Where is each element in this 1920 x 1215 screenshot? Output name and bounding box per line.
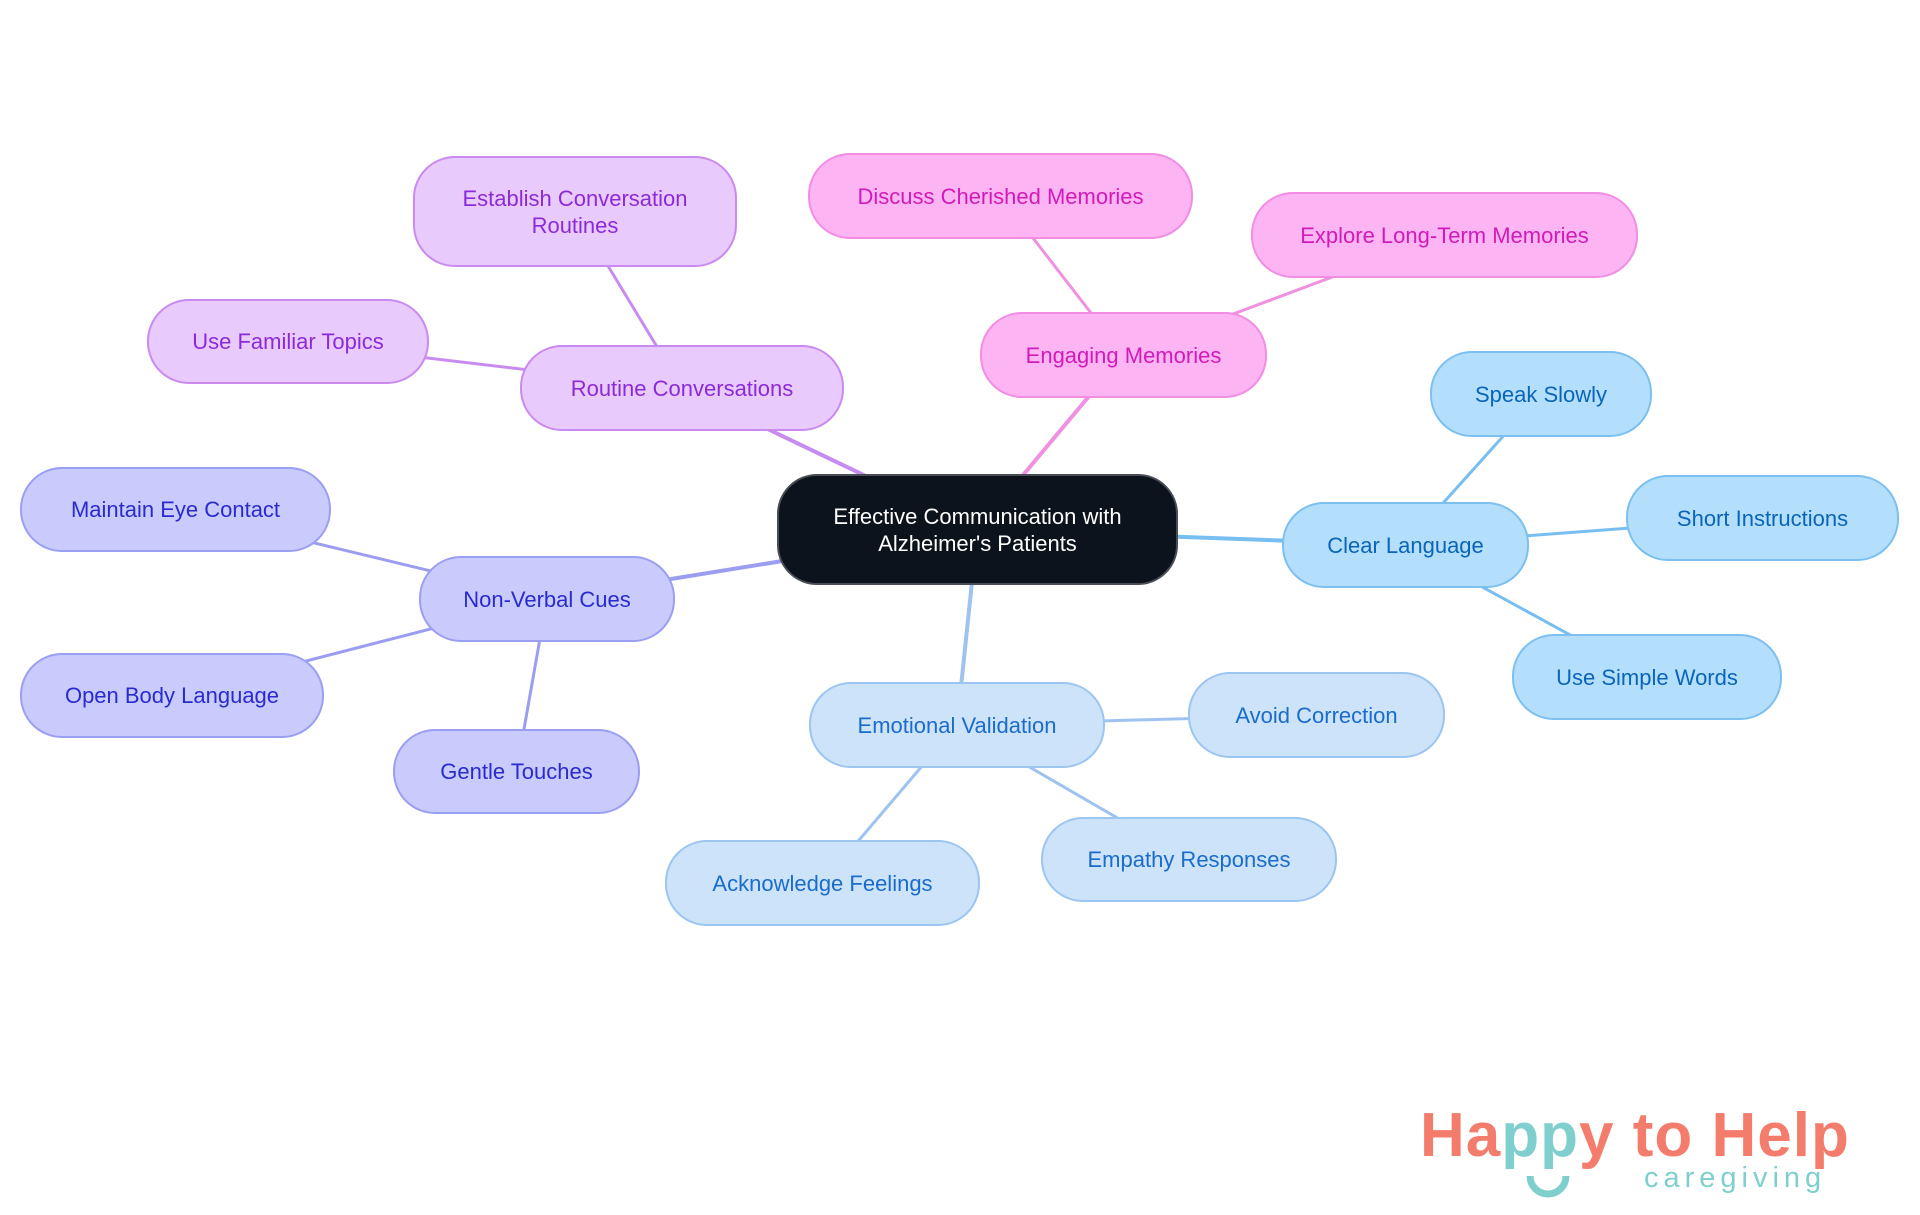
node-label: Open Body Language <box>64 683 280 708</box>
node-label: Empathy Responses <box>1087 847 1291 872</box>
node-label: Acknowledge Feelings <box>712 870 933 896</box>
node-label: Discuss Cherished Memories <box>857 183 1144 209</box>
node-longterm[interactable]: Explore Long-Term Memories <box>1251 192 1638 278</box>
node-label: Establish Conversation Routines <box>462 185 688 238</box>
node-label: Gentle Touches <box>440 759 593 784</box>
node-short[interactable]: Short Instructions <box>1626 475 1899 561</box>
node-label: Explore Long-Term Memories <box>1300 222 1589 248</box>
node-root[interactable]: Effective Communication with Alzheimer's… <box>777 474 1178 585</box>
node-label: Short Instructions <box>1676 505 1849 531</box>
node-label: Non-Verbal Cues <box>463 586 631 612</box>
node-label: Effective Communication with Alzheimer's… <box>833 503 1122 556</box>
node-label: Engaging Memories <box>1025 342 1222 368</box>
node-eye[interactable]: Maintain Eye Contact <box>20 467 331 552</box>
node-familiar[interactable]: Use Familiar Topics <box>147 299 429 384</box>
node-avoid[interactable]: Avoid Correction <box>1188 672 1445 758</box>
node-label: Maintain Eye Contact <box>70 497 281 522</box>
node-body[interactable]: Open Body Language <box>20 653 324 738</box>
node-touch[interactable]: Gentle Touches <box>393 729 640 814</box>
node-label: Emotional Validation <box>857 712 1057 738</box>
node-establish[interactable]: Establish Conversation Routines <box>413 156 737 267</box>
node-acknowledge[interactable]: Acknowledge Feelings <box>665 840 980 926</box>
node-label: Routine Conversations <box>570 375 794 401</box>
node-label: Avoid Correction <box>1235 702 1398 728</box>
node-cherished[interactable]: Discuss Cherished Memories <box>808 153 1193 239</box>
node-slowly[interactable]: Speak Slowly <box>1430 351 1652 437</box>
logo-tagline: caregiving <box>1644 1162 1827 1194</box>
node-simple[interactable]: Use Simple Words <box>1512 634 1782 720</box>
node-empathy[interactable]: Empathy Responses <box>1041 817 1337 902</box>
node-label: Clear Language <box>1327 532 1484 558</box>
node-memories[interactable]: Engaging Memories <box>980 312 1267 398</box>
node-clear[interactable]: Clear Language <box>1282 502 1529 588</box>
logo-wordmark: Happy to Help <box>1420 1101 1850 1170</box>
smile-icon <box>1526 1175 1570 1198</box>
node-label: Use Familiar Topics <box>192 329 384 354</box>
node-nonverbal[interactable]: Non-Verbal Cues <box>419 556 675 642</box>
node-label: Speak Slowly <box>1474 381 1608 407</box>
node-routine[interactable]: Routine Conversations <box>520 345 844 431</box>
happy-to-help-logo: Happy to Help caregiving <box>1420 1100 1880 1210</box>
node-emotional[interactable]: Emotional Validation <box>809 682 1105 768</box>
node-label: Use Simple Words <box>1556 664 1738 690</box>
